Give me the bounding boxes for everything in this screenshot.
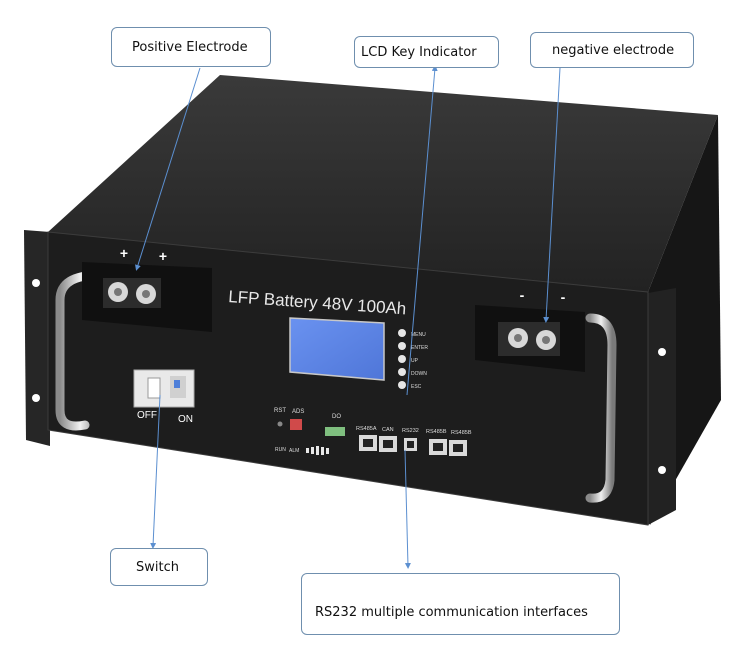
- alm-label: ALM: [289, 448, 299, 454]
- do-label: DO: [332, 414, 341, 420]
- key-esc-button[interactable]: [398, 381, 406, 389]
- left-handle: [55, 270, 105, 431]
- positive-mark-2: +: [159, 248, 167, 264]
- reset-button[interactable]: [277, 421, 283, 427]
- breaker-on-label: ON: [178, 414, 193, 425]
- callout-rs232: RS232 multiple communication interfaces: [301, 573, 620, 635]
- callout-negative-electrode: negative electrode: [530, 32, 694, 68]
- callout-positive-text: Positive Electrode: [132, 39, 248, 55]
- rack-ear-left: [24, 230, 50, 446]
- positive-terminal: [82, 262, 212, 332]
- status-leds: [306, 446, 329, 455]
- port-rs485b-1-label: RS485B: [426, 429, 447, 435]
- right-handle: [585, 313, 617, 503]
- port-can-label: CAN: [382, 427, 394, 433]
- do-terminal: [325, 427, 345, 436]
- port-rs485a-label: RS485A: [356, 426, 377, 432]
- key-menu-label: MENU: [411, 332, 426, 338]
- leader-rs232: [404, 449, 411, 569]
- callout-positive-electrode: Positive Electrode: [111, 27, 271, 67]
- breaker-off-label: OFF: [137, 410, 157, 421]
- negative-terminal: [475, 305, 585, 372]
- negative-mark-2: -: [561, 289, 566, 305]
- key-down-label: DOWN: [411, 371, 427, 377]
- key-up-label: UP: [411, 358, 419, 364]
- key-enter-label: ENTER: [411, 345, 428, 351]
- leader-positive: [135, 67, 201, 271]
- address-dip-switch[interactable]: [290, 419, 302, 430]
- port-rs232-label: RS232: [402, 428, 419, 434]
- callout-negative-text: negative electrode: [552, 42, 675, 58]
- port-rs485b-2-label: RS485B: [451, 430, 472, 436]
- callout-lcd-text: LCD Key Indicator: [361, 44, 477, 60]
- rack-ear-right: [648, 288, 676, 525]
- leader-switch: [150, 394, 161, 549]
- lcd-keys: MENU ENTER UP DOWN ESC: [398, 329, 428, 390]
- key-up-button[interactable]: [398, 355, 406, 363]
- negative-mark-1: -: [520, 287, 525, 303]
- callout-lcd-key-indicator: LCD Key Indicator: [354, 36, 499, 68]
- rst-label: RST: [274, 408, 286, 414]
- ads-label: ADS: [292, 409, 304, 415]
- callout-rs232-text: RS232 multiple communication interfaces: [315, 605, 588, 620]
- positive-mark-1: +: [120, 245, 128, 261]
- leader-lcd: [406, 65, 438, 396]
- run-label: RUN: [275, 447, 286, 453]
- key-enter-button[interactable]: [398, 342, 406, 350]
- key-menu-button[interactable]: [398, 329, 406, 337]
- lcd-screen: [289, 317, 385, 381]
- key-down-button[interactable]: [398, 368, 406, 376]
- breaker-switch[interactable]: [133, 369, 195, 408]
- key-esc-label: ESC: [411, 384, 422, 390]
- communication-ports: [359, 435, 467, 456]
- callout-switch: Switch: [110, 548, 208, 586]
- leader-negative: [543, 67, 561, 323]
- callout-switch-text: Switch: [136, 559, 179, 575]
